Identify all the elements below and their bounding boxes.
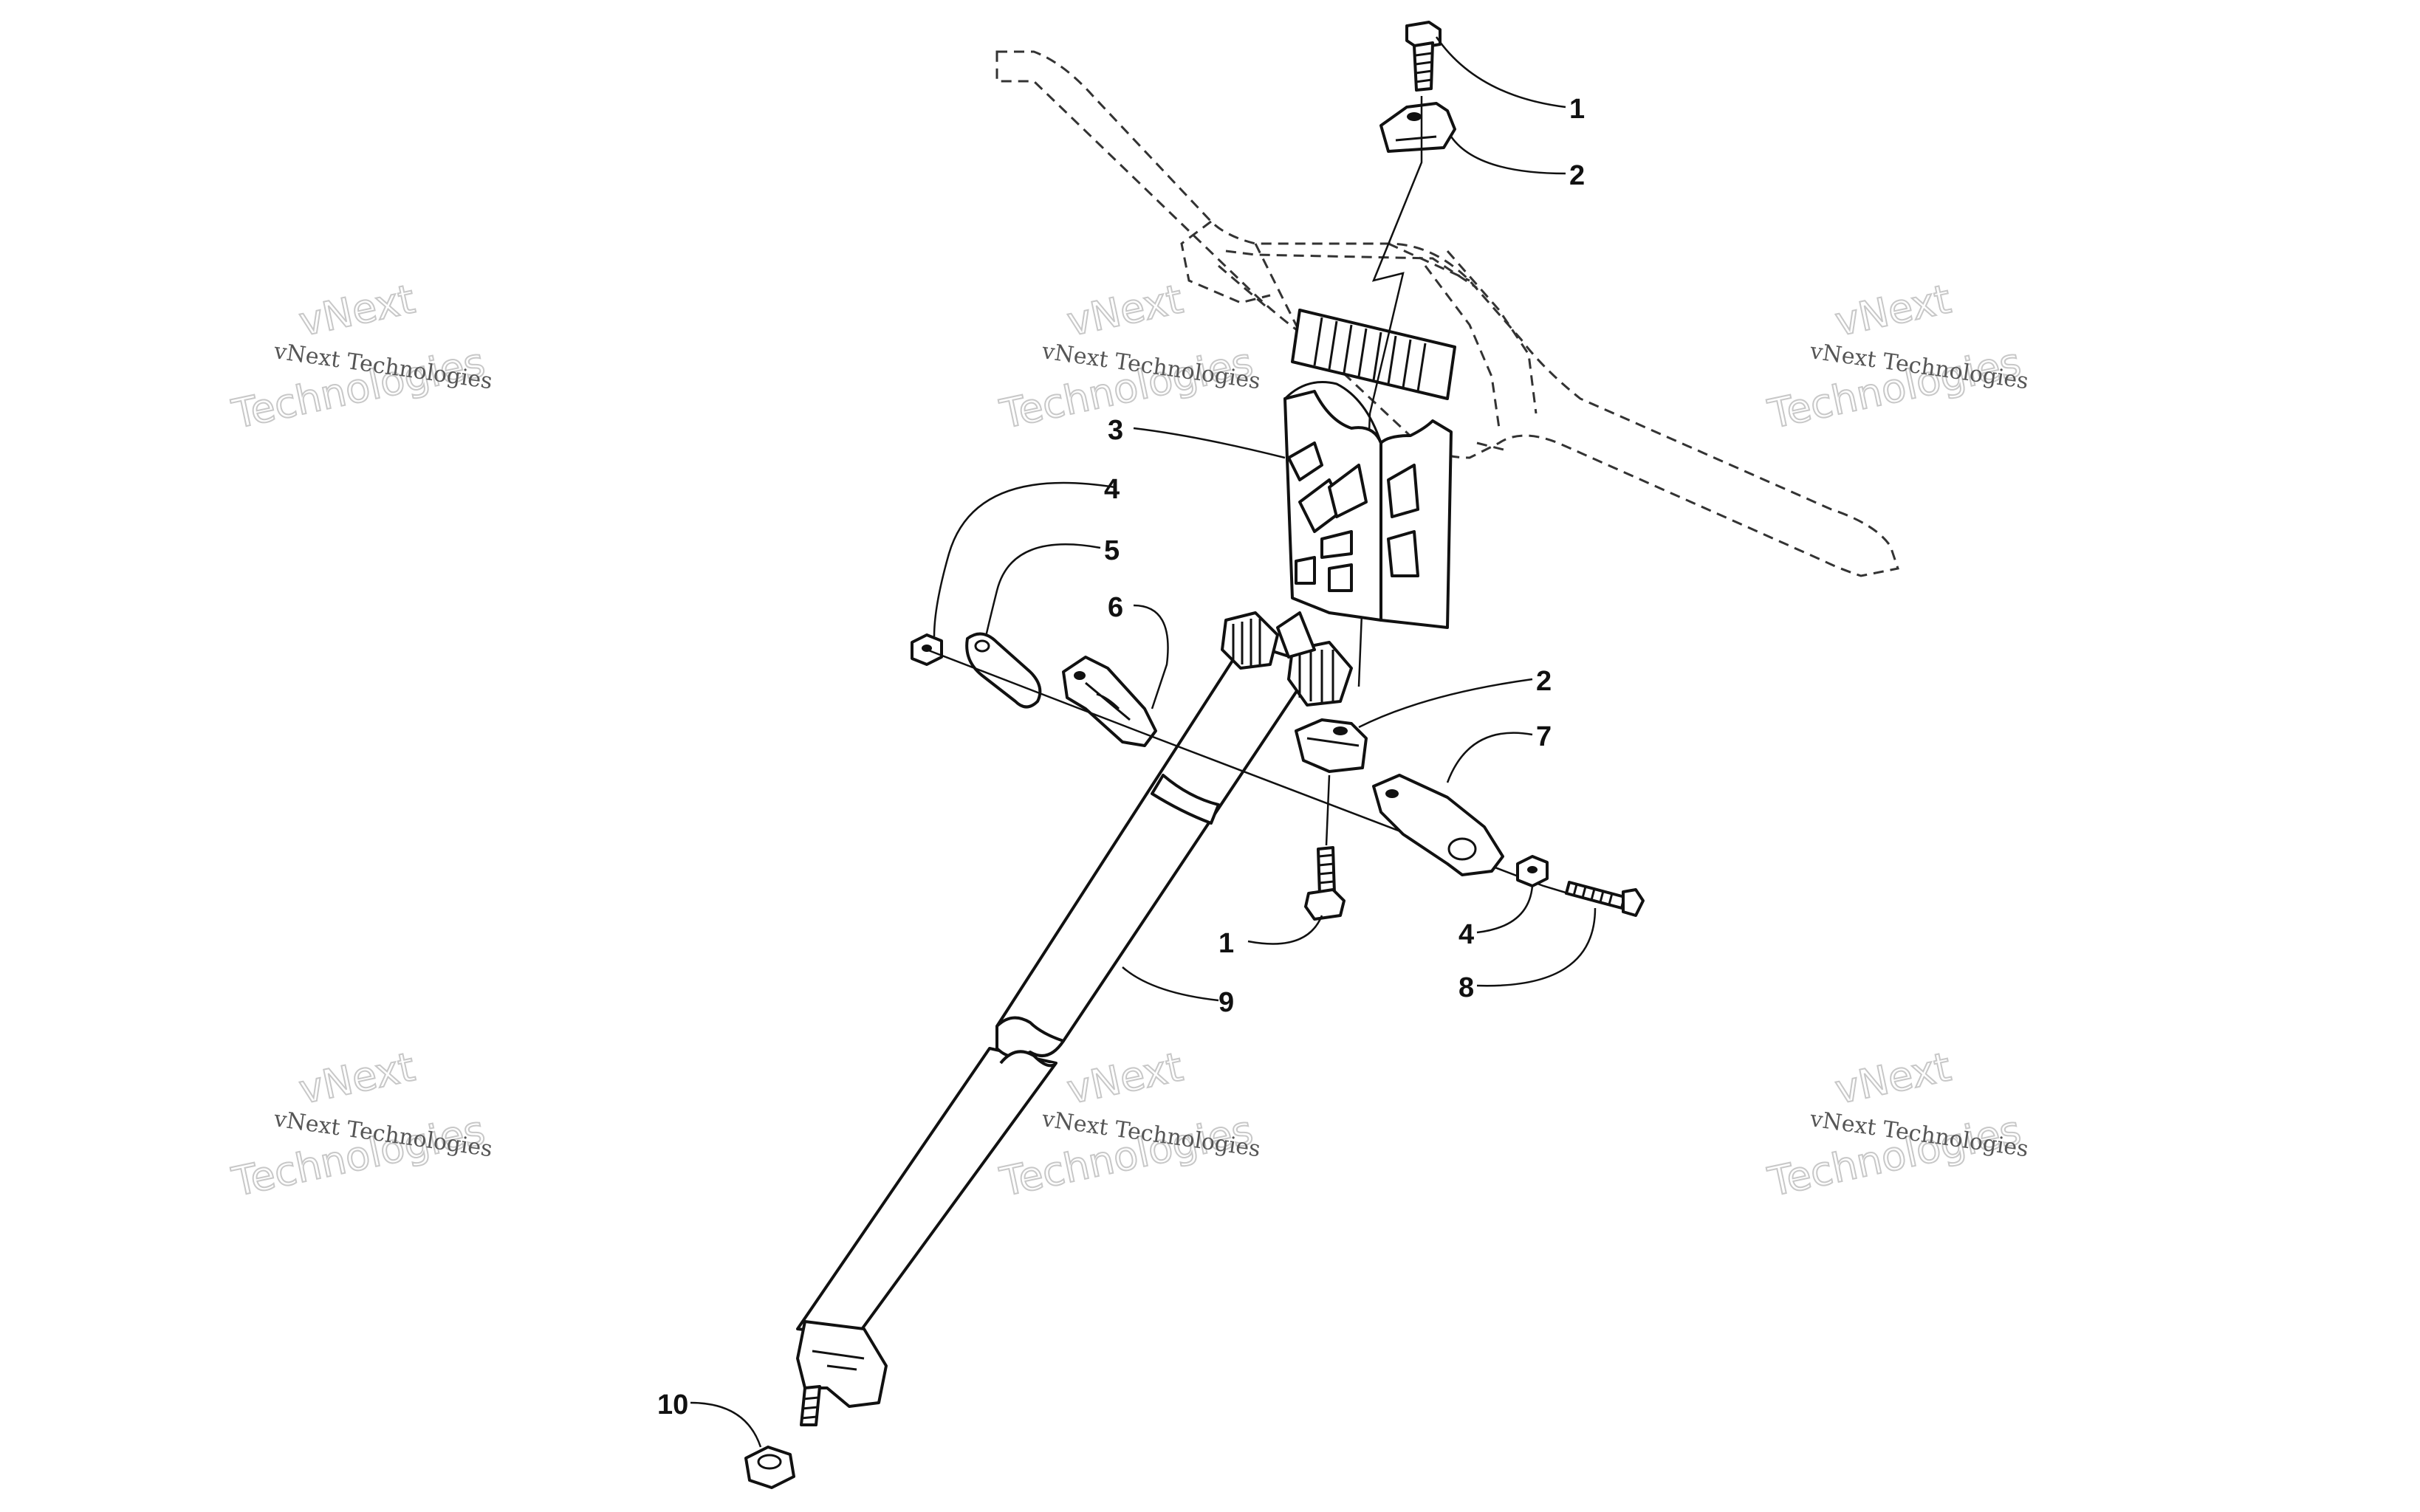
- riser-block: [1283, 381, 1453, 629]
- watermark-big-line1: vNext: [1831, 1043, 1955, 1113]
- watermark: vNext Technologies vNext Technologies: [227, 1042, 494, 1206]
- callout-10: 10: [657, 1389, 688, 1420]
- leader-lines: [690, 36, 1597, 1448]
- watermark-big-line1: vNext: [1063, 1043, 1187, 1113]
- clamp-middle: [1295, 718, 1368, 773]
- callout-6: 6: [1108, 592, 1123, 623]
- callout-2-top: 2: [1569, 160, 1585, 191]
- callout-4-left: 4: [1104, 474, 1120, 505]
- bolt-middle: [1304, 846, 1346, 921]
- long-bolt: [1565, 881, 1645, 917]
- callout-8: 8: [1458, 972, 1474, 1003]
- bracket-right: [1372, 774, 1504, 876]
- callout-1-top: 1: [1569, 94, 1585, 125]
- watermark-big-line1: vNext: [295, 1043, 419, 1113]
- bracket-left: [1062, 656, 1157, 747]
- callout-9: 9: [1218, 987, 1234, 1018]
- watermark-big-line1: vNext: [1063, 275, 1187, 345]
- callout-2-middle: 2: [1536, 666, 1552, 697]
- assembly-axis-3: [1325, 774, 1331, 846]
- link-plate: [965, 632, 1042, 709]
- nut-bottom: [744, 1446, 795, 1489]
- watermark-big-line1: vNext: [295, 275, 419, 345]
- bolt-top: [1405, 21, 1442, 92]
- clamp-top: [1379, 102, 1456, 153]
- callout-3: 3: [1108, 415, 1123, 446]
- callout-1-middle: 1: [1218, 928, 1234, 959]
- callout-7: 7: [1536, 721, 1552, 752]
- callout-numbers: 1 2 3 4 5 6 2 7 1 4 8 9 10: [657, 94, 1585, 1420]
- callout-5: 5: [1104, 535, 1120, 566]
- watermark: vNext Technologies vNext Technologies: [227, 275, 494, 439]
- steering-post: [796, 611, 1353, 1426]
- watermark-big-line1: vNext: [1831, 275, 1955, 345]
- watermark: vNext Technologies vNext Technologies: [1763, 275, 2030, 439]
- callout-4-right: 4: [1458, 919, 1474, 950]
- watermark: vNext Technologies vNext Technologies: [1763, 1042, 2030, 1206]
- assembly-axis-2: [926, 648, 1581, 898]
- watermark: vNext Technologies vNext Technologies: [995, 275, 1262, 439]
- nut-right: [1516, 855, 1549, 887]
- handlebar-knurl: [1291, 309, 1456, 400]
